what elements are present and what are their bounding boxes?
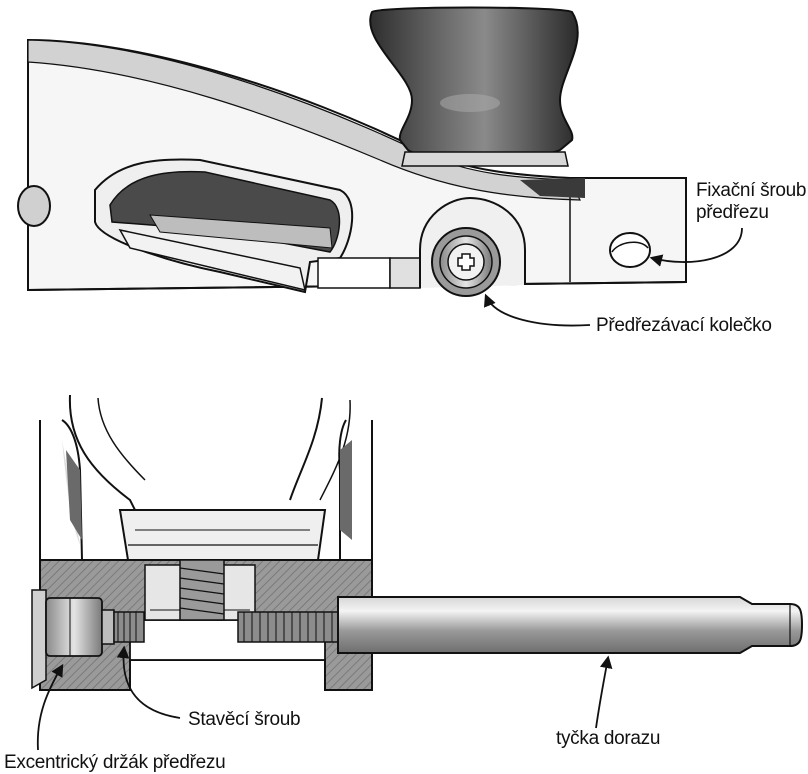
label-tycka-dorazu: tyčka dorazu: [556, 655, 660, 749]
spur-wheel: [431, 227, 501, 297]
frog-casting: [118, 509, 327, 561]
label-fixacni-sroub: Fixační šroub předřezu: [649, 180, 806, 267]
vertical-stud: [179, 559, 225, 621]
stop-rod: [337, 596, 804, 654]
label-stavec-sroub-text: Stavěcí šroub: [188, 709, 300, 730]
set-screw: [113, 611, 145, 643]
label-stavec-sroub: Stavěcí šroub: [116, 645, 301, 730]
label-excentricky-drzak: Excentrický držák předřezu: [4, 663, 226, 773]
leader-stavec-sroub: [116, 645, 181, 719]
cross-section-view: [31, 394, 804, 691]
label-tycka-dorazu-text: tyčka dorazu: [556, 728, 660, 749]
leader-predrezavaci-kolecko: [484, 293, 591, 327]
label-fixacni-sroub-line2: předřezu: [696, 202, 769, 223]
plane-body: [27, 38, 687, 292]
leader-fixacni-sroub: [649, 227, 743, 267]
label-predrezavaci-kolecko: Předřezávací kolečko: [484, 293, 772, 336]
front-knob: [369, 6, 579, 167]
leader-excentricky-drzak: [36, 663, 64, 751]
left-hole: [17, 185, 51, 227]
label-predrezavaci-kolecko-text: Předřezávací kolečko: [596, 315, 772, 336]
rod-thread: [237, 611, 339, 643]
eccentric-holder: [31, 589, 115, 690]
fixation-screw-hole: [609, 232, 651, 268]
label-fixacni-sroub-line1: Fixační šroub: [696, 180, 806, 201]
lever-cap-opening: [94, 158, 354, 294]
label-excentricky-drzak-text: Excentrický držák předřezu: [4, 752, 225, 773]
plane-side-view: [17, 6, 687, 297]
leader-tycka-dorazu: [595, 655, 613, 729]
